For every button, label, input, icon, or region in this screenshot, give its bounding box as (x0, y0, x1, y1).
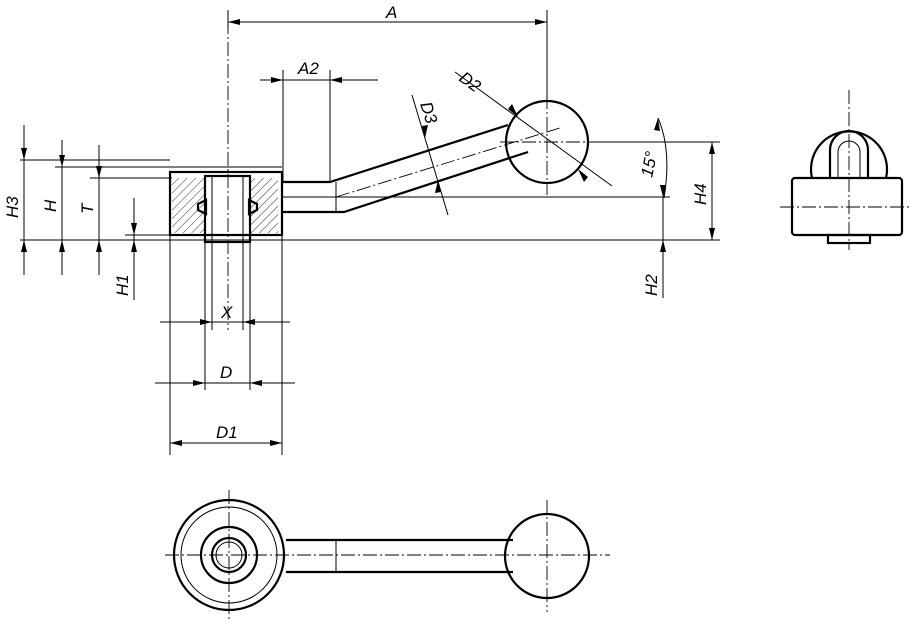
hub-section-right (250, 178, 278, 233)
side-view (168, 20, 600, 330)
svg-text:H2: H2 (642, 274, 661, 296)
top-view (165, 490, 610, 622)
svg-text:A2: A2 (297, 59, 319, 78)
svg-text:H1: H1 (113, 274, 132, 296)
end-view (780, 90, 910, 250)
hub-section-left (172, 178, 204, 233)
dim-H2: H2 (642, 185, 666, 298)
svg-text:H: H (41, 199, 60, 212)
svg-text:H4: H4 (691, 183, 710, 205)
hub-body (168, 170, 284, 237)
dim-D: D (155, 242, 295, 390)
dim-H: H (41, 140, 65, 275)
dim-X: X (160, 242, 290, 330)
svg-text:D2: D2 (456, 68, 485, 96)
dim-H1: H1 (113, 198, 137, 300)
dim-D1: D1 (169, 235, 283, 455)
dim-A2: A2 (260, 59, 378, 182)
dim-H4: H4 (691, 142, 715, 240)
svg-text:H3: H3 (3, 196, 22, 218)
svg-text:15°: 15° (637, 150, 661, 179)
svg-text:X: X (220, 303, 233, 322)
dim-A: A (227, 3, 548, 100)
dim-T: T (78, 145, 102, 275)
svg-text:D1: D1 (216, 423, 238, 442)
dim-D3: D3 (411, 94, 449, 216)
dim-H3: H3 (3, 125, 27, 275)
svg-text:T: T (78, 202, 97, 214)
svg-text:A: A (385, 3, 397, 22)
lever-arm (282, 123, 529, 214)
svg-text:D: D (220, 363, 232, 382)
